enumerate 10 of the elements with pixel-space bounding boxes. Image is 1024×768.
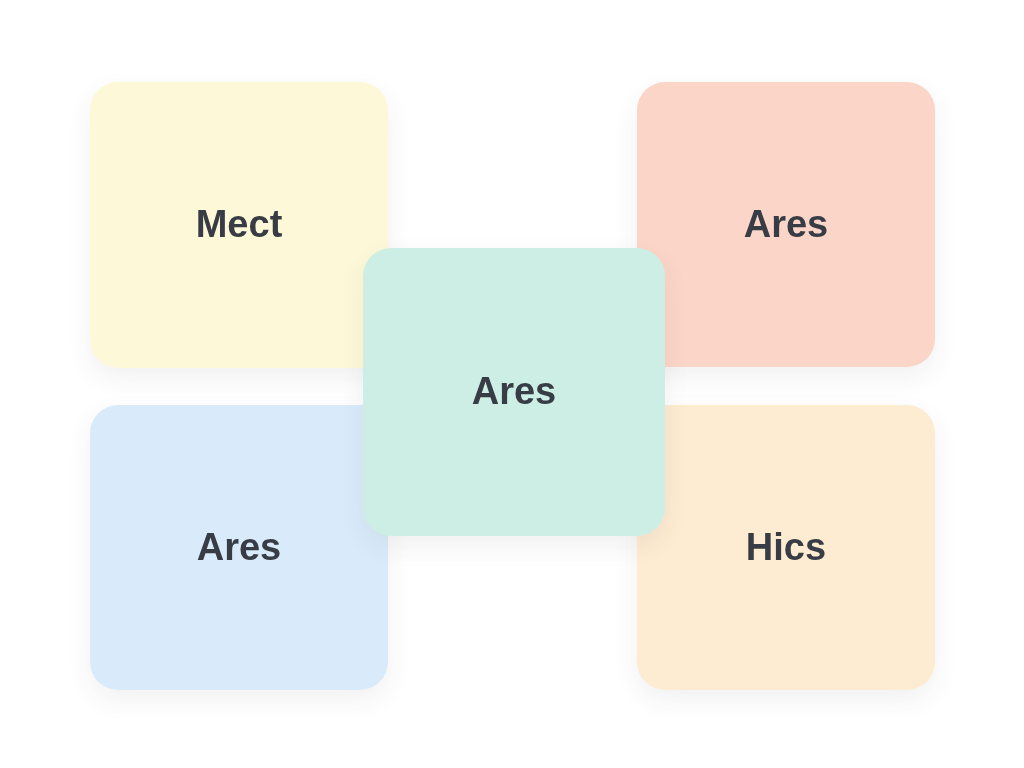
- card: [90, 82, 388, 368]
- card: [637, 405, 935, 690]
- card-label: Ares: [471, 370, 557, 414]
- card: [637, 82, 935, 367]
- card-label: Ares: [196, 525, 282, 570]
- card: [90, 405, 388, 690]
- card: [363, 248, 665, 536]
- card-label: Hics: [745, 525, 827, 570]
- card-label: Ares: [743, 202, 829, 247]
- card-label: Mect: [195, 203, 283, 247]
